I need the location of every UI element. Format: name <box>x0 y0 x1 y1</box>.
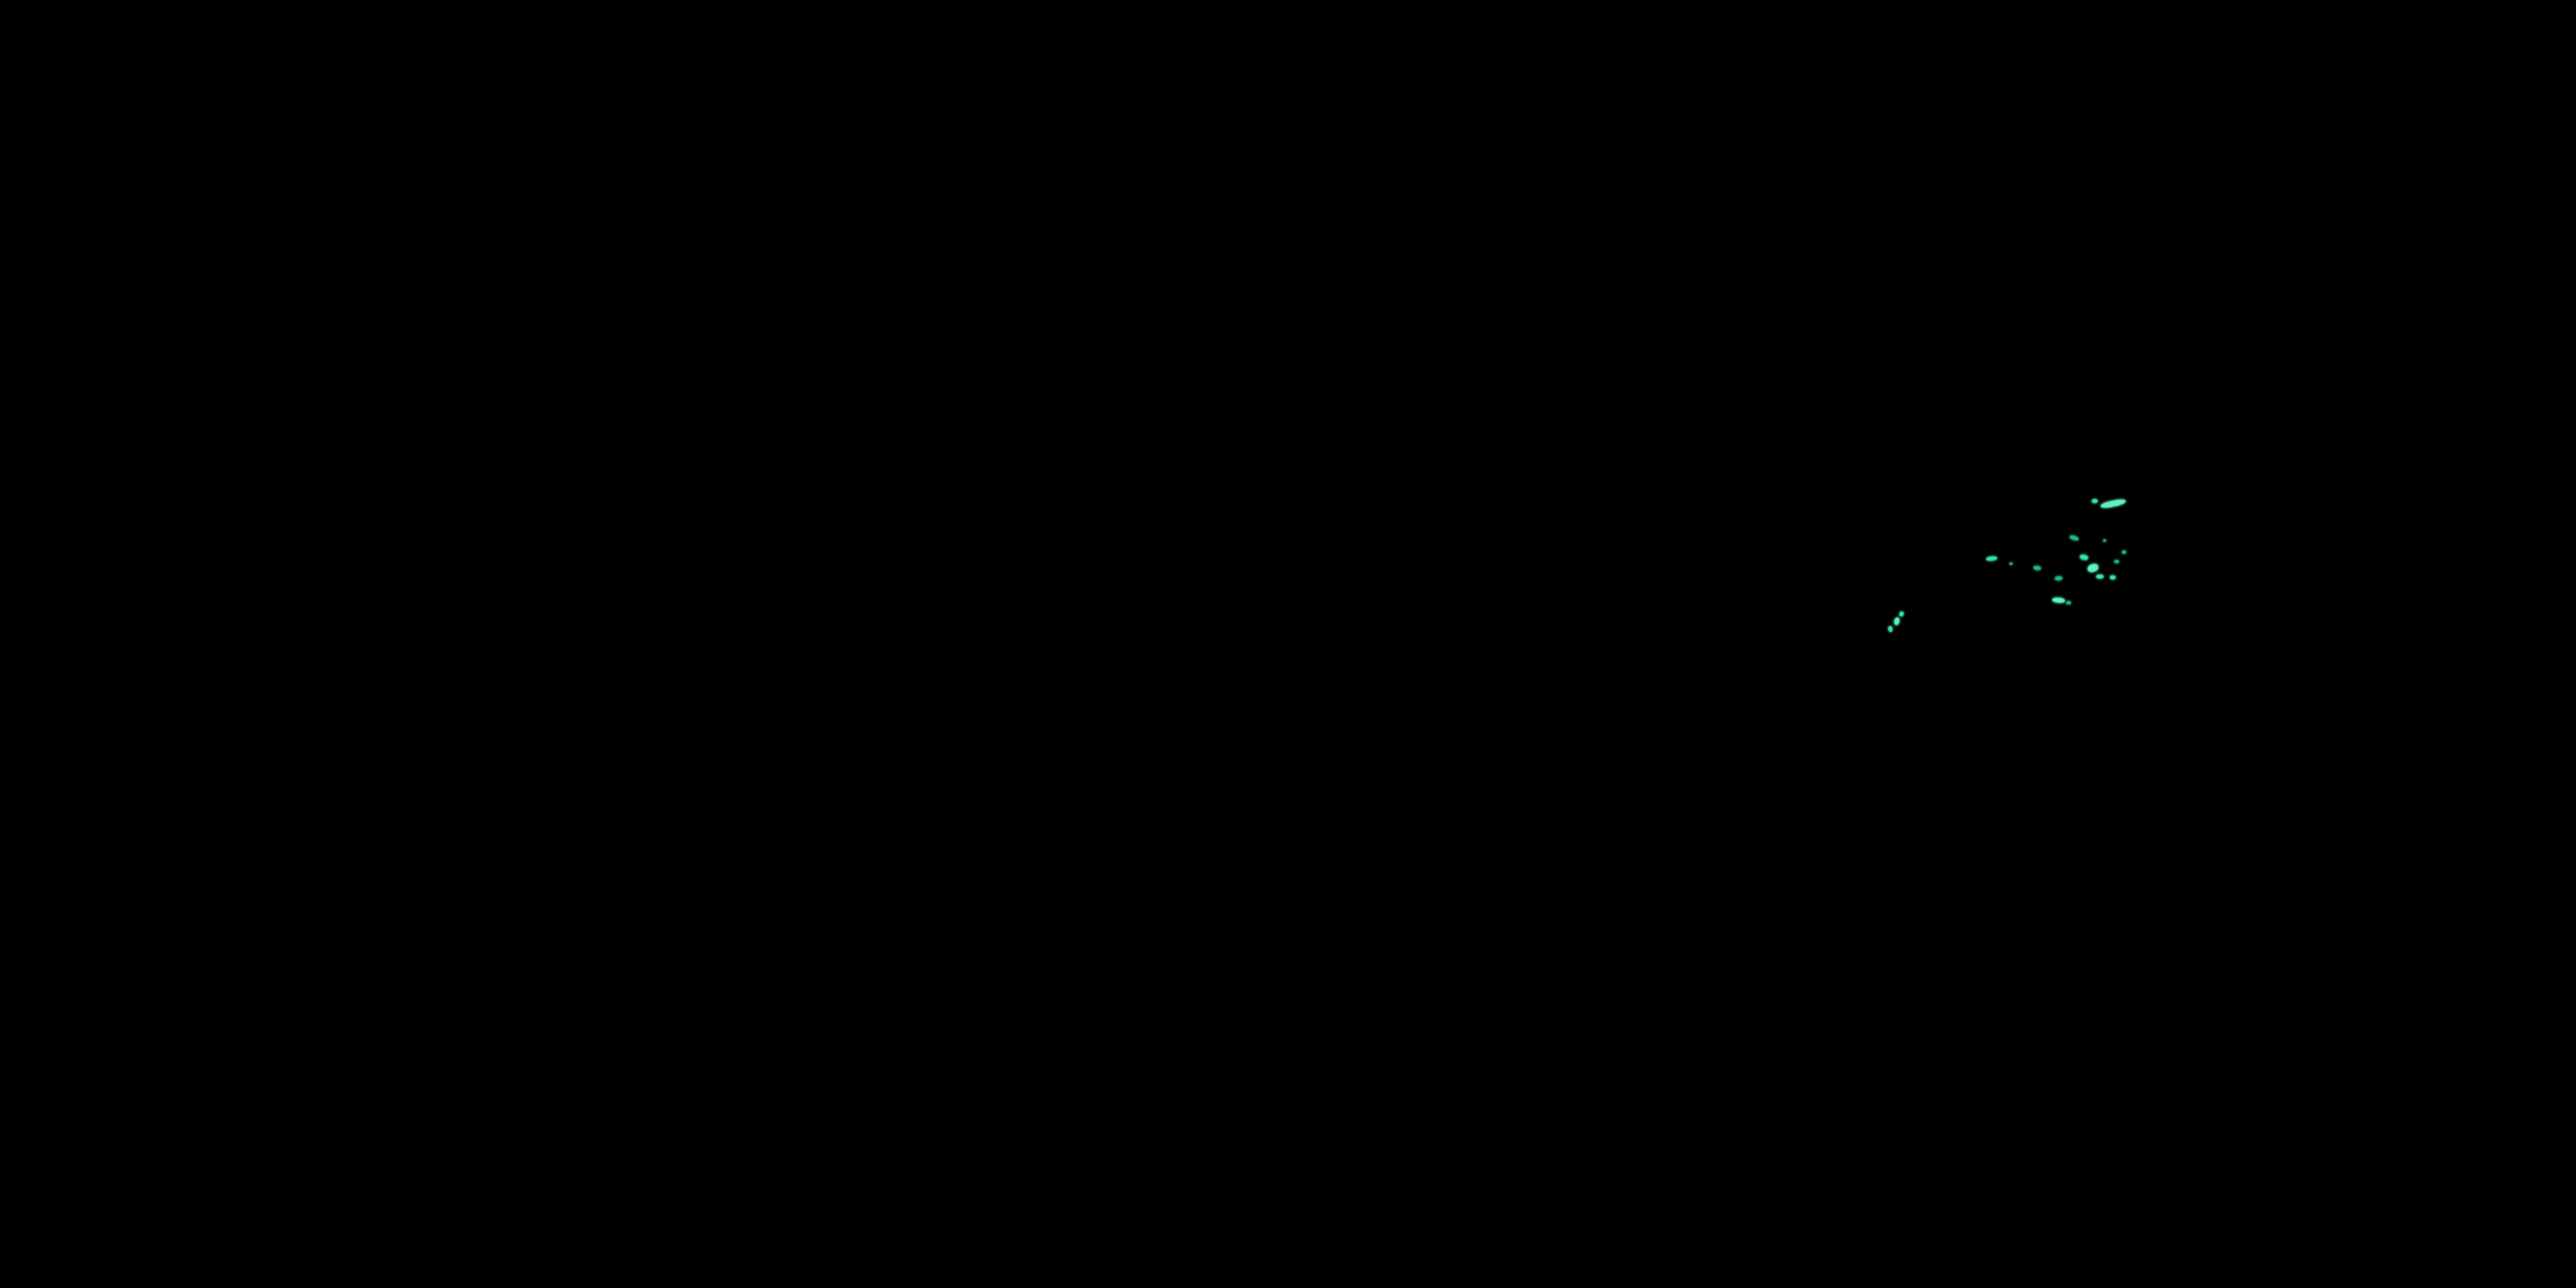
glow-speck <box>2103 539 2106 542</box>
glow-speck <box>2114 560 2119 563</box>
glow-speck <box>1899 611 1905 617</box>
glow-speck <box>2032 565 2042 571</box>
glow-speck <box>2122 550 2126 554</box>
glow-speck <box>2069 534 2080 542</box>
glow-speck <box>2066 601 2071 605</box>
glow-speck <box>2054 575 2063 581</box>
glow-speck <box>2096 574 2104 579</box>
glow-speck <box>2079 554 2089 561</box>
glow-speck <box>2009 562 2013 565</box>
glow-speck <box>2110 575 2116 580</box>
glow-speck <box>2092 499 2098 503</box>
glow-speck <box>1887 625 1893 633</box>
glow-speck <box>2086 562 2100 574</box>
glow-speck <box>1893 617 1900 626</box>
glow-speck <box>2051 597 2066 604</box>
glow-speck <box>1985 556 1998 562</box>
glow-speck <box>2099 497 2127 510</box>
